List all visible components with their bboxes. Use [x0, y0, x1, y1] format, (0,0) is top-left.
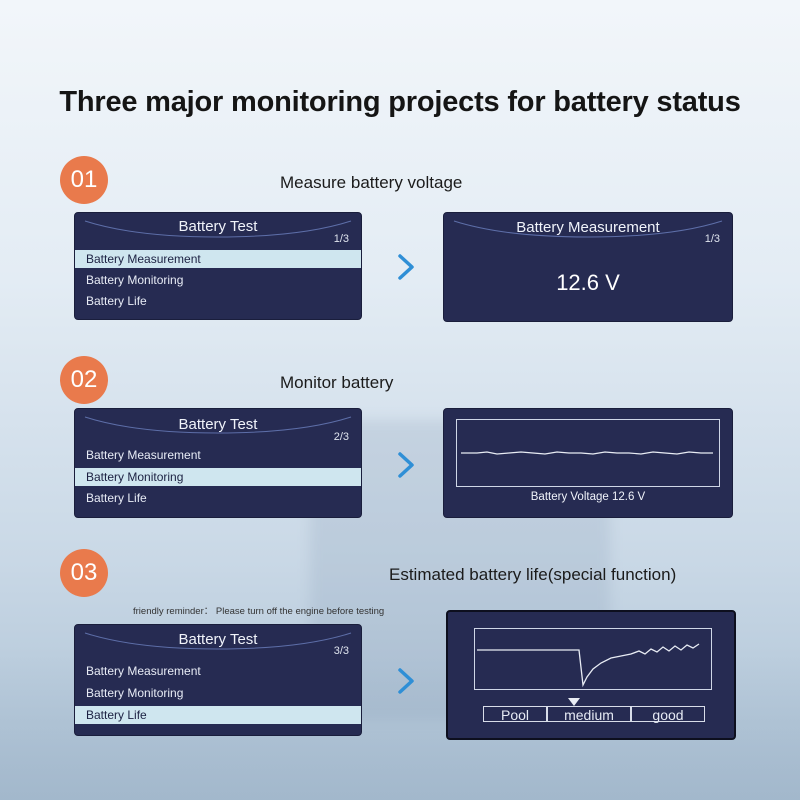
header-curve	[453, 220, 723, 238]
friendly-reminder: friendly reminder： Please turn off the e…	[133, 606, 385, 617]
header-curve	[84, 632, 352, 650]
monitor-screen: Battery Voltage 12.6 V	[443, 408, 733, 518]
header-curve	[84, 220, 352, 238]
menu-item-battery-monitoring[interactable]: Battery Monitoring	[86, 273, 184, 287]
menu-item-battery-monitoring[interactable]: Battery Monitoring	[75, 468, 361, 486]
page-indicator: 2/3	[333, 431, 349, 443]
measurement-title: Battery Measurement	[516, 219, 660, 236]
step-caption-03: Estimated battery life(special function)	[389, 565, 677, 584]
life-trace	[477, 643, 700, 688]
menu-item-battery-life[interactable]: Battery Life	[86, 294, 147, 308]
scale-good: good	[631, 706, 705, 723]
measurement-screen: Battery Measurement 1/3 12.6 V	[443, 212, 733, 322]
voltage-value: 12.6 V	[556, 270, 620, 295]
life-screen	[446, 610, 736, 740]
page-indicator: 3/3	[333, 645, 349, 657]
header-curve	[84, 416, 352, 434]
page-indicator: 1/3	[333, 233, 349, 245]
step-badge-01: 01	[60, 156, 108, 204]
menu-item-battery-life[interactable]: Battery Life	[75, 706, 361, 724]
chevron-right-icon	[398, 452, 414, 478]
scale-pool: Pool	[483, 706, 547, 723]
scale-medium: medium	[547, 706, 631, 723]
voltage-trace	[461, 451, 713, 455]
step-badge-03: 03	[60, 549, 108, 597]
menu-item-battery-measurement[interactable]: Battery Measurement	[86, 448, 201, 462]
triangle-down-icon	[568, 698, 580, 706]
voltage-plot-frame	[456, 419, 720, 487]
menu-item-battery-measurement[interactable]: Battery Measurement	[75, 250, 361, 268]
chevron-right-icon	[398, 254, 414, 280]
page-title: Three major monitoring projects for batt…	[59, 86, 741, 118]
menu-item-battery-measurement[interactable]: Battery Measurement	[86, 664, 201, 678]
chevron-right-icon	[398, 668, 414, 694]
voltage-label: Battery Voltage 12.6 V	[530, 491, 646, 503]
step-caption-02: Monitor battery	[280, 373, 394, 392]
menu-title: Battery Test	[178, 416, 258, 433]
step-caption-01: Measure battery voltage	[280, 173, 463, 192]
page-indicator: 1/3	[704, 233, 720, 245]
menu-item-battery-monitoring[interactable]: Battery Monitoring	[86, 686, 184, 700]
menu-item-battery-life[interactable]: Battery Life	[86, 491, 147, 505]
menu-title: Battery Test	[178, 218, 258, 235]
menu-screen-3: Battery Test 3/3 Battery Measurement Bat…	[74, 624, 362, 736]
menu-screen-1: Battery Test 1/3 Battery Measurement Bat…	[74, 212, 362, 320]
menu-screen-2: Battery Test 2/3 Battery Measurement Bat…	[74, 408, 362, 518]
life-plot-frame	[474, 628, 712, 690]
menu-title: Battery Test	[178, 631, 258, 648]
step-badge-02: 02	[60, 356, 108, 404]
